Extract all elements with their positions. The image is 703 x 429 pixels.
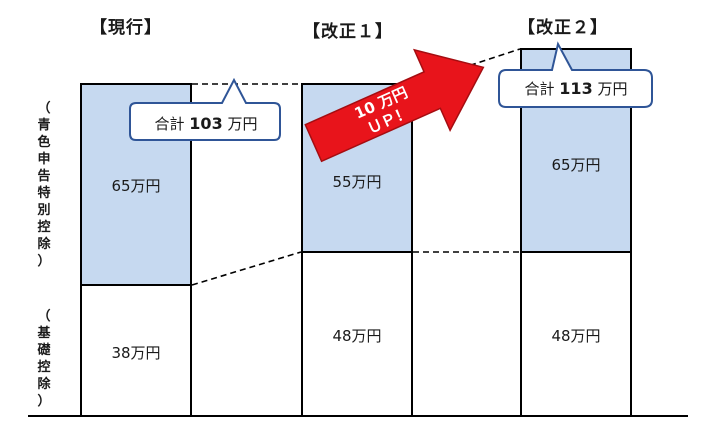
- value-label: 38万円: [111, 344, 161, 362]
- value-label: 55万円: [332, 173, 382, 191]
- callout-right-shape: [498, 41, 653, 108]
- column-title-current: 【現行】: [90, 18, 162, 38]
- value-label: 48万円: [332, 327, 382, 345]
- side-label-basic-deduction: （基礎控除）: [37, 309, 51, 409]
- side-label-blue-return-deduction: （青色申告特別控除）: [37, 101, 51, 269]
- dashed-connector-top-right: [412, 48, 521, 85]
- value-label: 48万円: [551, 327, 601, 345]
- column-title-revision-2: 【改正２】: [518, 18, 608, 38]
- up-arrow: 10 万円 ＵＰ！: [304, 48, 485, 163]
- callout-left-total: 合計 103 万円: [154, 114, 258, 133]
- bar-revision2-basic: 48万円: [520, 251, 632, 417]
- value-label: 65万円: [551, 156, 601, 174]
- callout-right-total: 合計 113 万円: [524, 79, 628, 98]
- callout-left-shape: [129, 78, 281, 141]
- dashed-connector-bottom-left: [191, 251, 302, 286]
- column-title-revision-1: 【改正１】: [303, 22, 393, 42]
- bar-revision1-basic: 48万円: [301, 251, 413, 417]
- bar-current-basic: 38万円: [80, 284, 192, 417]
- value-label: 65万円: [111, 177, 161, 195]
